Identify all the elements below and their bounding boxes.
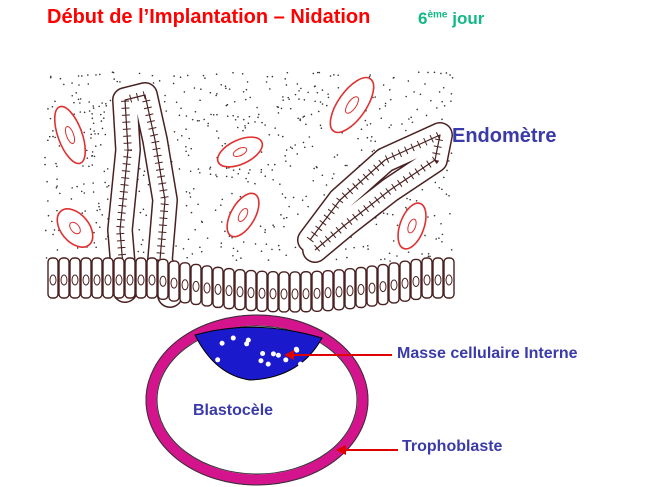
label-blastocele: Blastocèle <box>193 402 274 419</box>
blastocyst <box>145 314 369 486</box>
label-trophoblaste: Trophoblaste <box>402 438 503 455</box>
page-title: Début de l’Implantation – Nidation <box>47 6 371 28</box>
blood-vessels <box>53 76 427 250</box>
label-masse-cellulaire: Masse cellulaire Interne <box>397 345 578 362</box>
uterine-epithelium <box>47 257 455 313</box>
label-endometre: Endomètre <box>452 125 557 147</box>
uterine-glands <box>107 82 453 308</box>
trophoblast <box>145 314 369 486</box>
inner-cell-mass <box>194 326 323 381</box>
arrows <box>284 350 398 455</box>
day-label: 6ème jour <box>418 9 485 28</box>
